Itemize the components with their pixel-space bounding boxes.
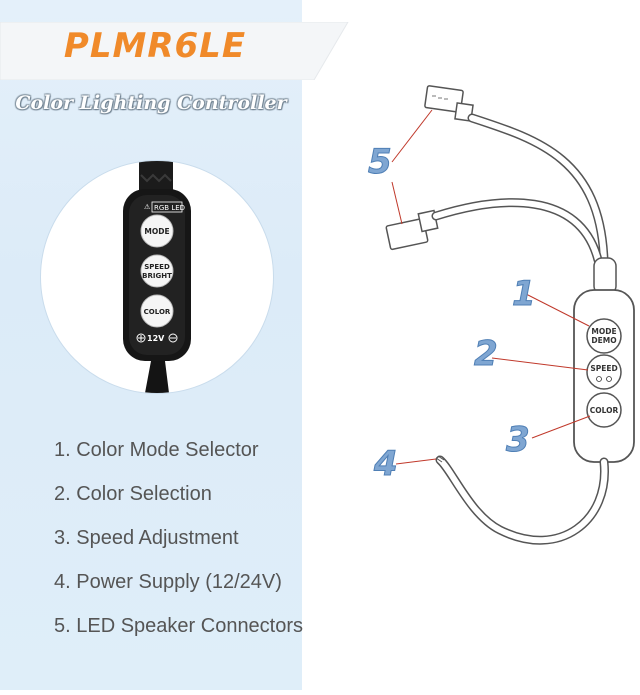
photo-color-label: COLOR xyxy=(144,308,171,316)
diagram-color-label: COLOR xyxy=(590,406,619,415)
subtitle: Color Lighting Controller xyxy=(15,92,287,114)
feature-item: 4. Power Supply (12/24V) xyxy=(54,571,282,593)
diagram-demo-label: DEMO xyxy=(591,336,616,345)
svg-text:⚠: ⚠ xyxy=(144,203,151,211)
callout-3: 3 xyxy=(506,420,531,461)
speed-button xyxy=(586,354,622,390)
rgb-connector-upper xyxy=(424,85,474,122)
feature-item: 1. Color Mode Selector xyxy=(54,439,259,461)
mode-button xyxy=(586,318,622,354)
photo-speed-label: SPEED xyxy=(144,263,170,271)
brand-banner-shape xyxy=(0,22,349,80)
callout-2: 2 xyxy=(474,334,499,375)
callout-1: 1 xyxy=(512,274,537,315)
brand-name: PLMR6LE xyxy=(63,26,247,66)
product-photo: ⚠ RGB LED MODE SPEED BRIGHT COLOR 12V xyxy=(40,160,274,394)
callout-4: 4 xyxy=(374,444,399,485)
rgb-connector-lower xyxy=(385,209,439,251)
controller-diagram: MODE DEMO SPEED COLOR xyxy=(302,0,640,690)
color-button xyxy=(586,392,622,428)
feature-list: 1. Color Mode Selector 2. Color Selectio… xyxy=(54,436,303,656)
photo-bright-label: BRIGHT xyxy=(142,272,172,280)
voltage-label: 12V xyxy=(147,334,165,343)
feature-item: 5. LED Speaker Connectors xyxy=(54,615,304,637)
photo-mode-label: MODE xyxy=(144,227,169,236)
led-type-label: RGB LED xyxy=(154,204,185,212)
feature-item: 3. Speed Adjustment xyxy=(54,527,239,549)
brand-banner: PLMR6LE xyxy=(0,22,350,80)
diagram-mode-label: MODE xyxy=(591,327,616,336)
callout-5: 5 xyxy=(368,142,393,183)
diagram-speed-label: SPEED xyxy=(590,364,617,373)
feature-item: 2. Color Selection xyxy=(54,483,212,505)
